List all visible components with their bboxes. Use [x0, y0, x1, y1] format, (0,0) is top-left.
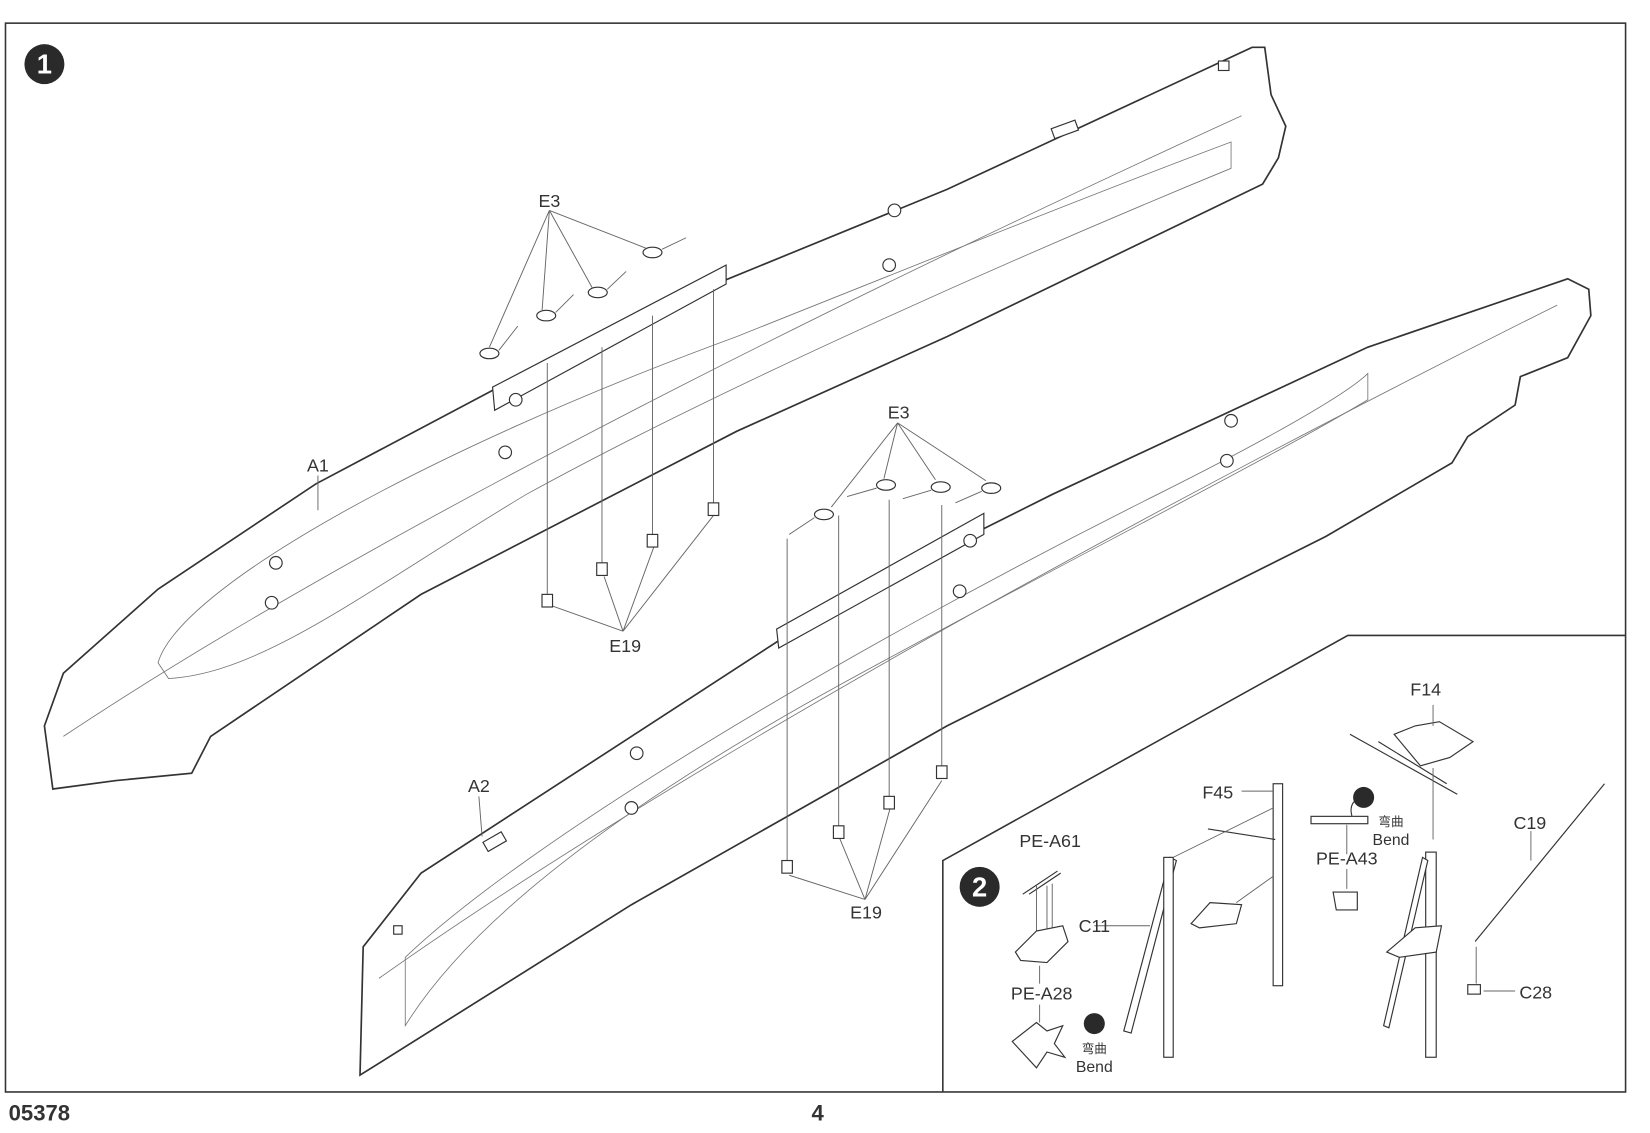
label-f45: F45 [1202, 782, 1233, 802]
step1-badge: 1 [24, 44, 65, 85]
step2-panel-border [942, 634, 1626, 1092]
bend-note-2-chinese: 弯曲 [1082, 1041, 1107, 1056]
svg-text:1: 1 [37, 49, 52, 80]
hull-a2-drawing [359, 277, 1592, 1077]
page-frame [4, 22, 1627, 1093]
bend-note-1-english: Bend [1373, 832, 1410, 849]
bend-note-1-chinese: 弯曲 [1378, 814, 1403, 829]
label-pe-a43: PE-A43 [1316, 849, 1378, 869]
product-code: 05378 [9, 1100, 70, 1125]
label-pe-a61: PE-A61 [1019, 831, 1081, 851]
step2-parts [1011, 704, 1605, 1069]
label-c11: C11 [1079, 916, 1111, 936]
label-e19-bottom: E19 [850, 902, 882, 922]
label-c19: C19 [1513, 813, 1546, 833]
step2-badge: 2 [959, 866, 1000, 907]
label-e19-top: E19 [609, 636, 641, 656]
label-e3-top: E3 [538, 191, 560, 211]
page-number: 4 [811, 1100, 824, 1125]
label-a1: A1 [307, 455, 329, 475]
hull-a1-drawing [43, 46, 1287, 790]
svg-text:2: 2 [972, 871, 987, 902]
label-pe-a28: PE-A28 [1011, 983, 1073, 1003]
e3-parts-top [479, 209, 720, 632]
e3-parts-bottom [781, 422, 1002, 900]
label-a2: A2 [468, 776, 490, 796]
label-e3-bottom: E3 [888, 403, 910, 423]
bend-note-2-english: Bend [1076, 1059, 1113, 1076]
label-f14: F14 [1410, 679, 1441, 699]
label-c28: C28 [1519, 982, 1552, 1002]
